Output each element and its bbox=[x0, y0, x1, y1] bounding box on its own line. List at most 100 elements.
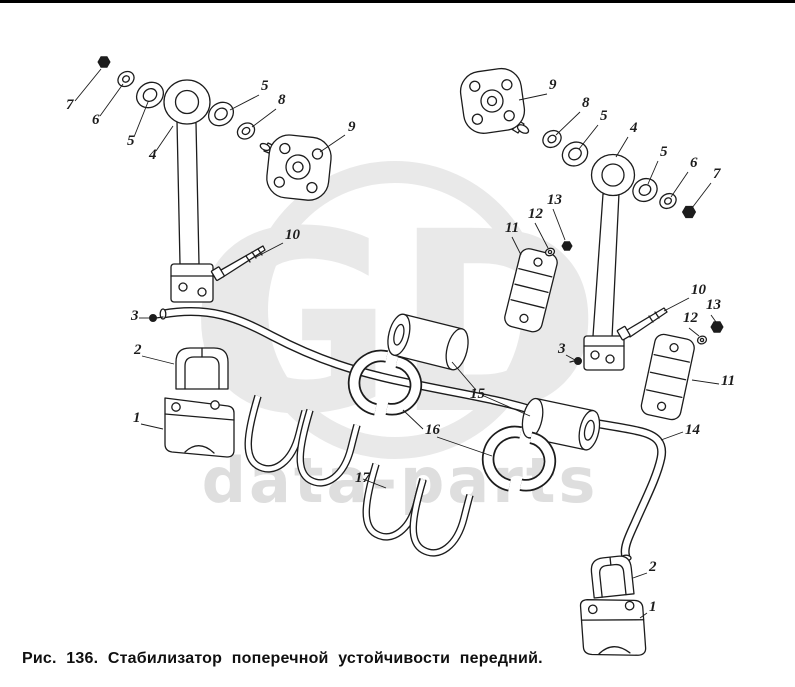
housing-hole bbox=[590, 350, 600, 360]
bar-end-cap-left bbox=[159, 308, 167, 320]
housing-hole bbox=[605, 354, 615, 364]
nut-icon bbox=[561, 241, 573, 251]
bracket-11-lower bbox=[616, 307, 724, 421]
leader-line bbox=[710, 314, 717, 323]
right-mount bbox=[579, 555, 647, 656]
leader-line bbox=[436, 436, 493, 457]
leader-line bbox=[647, 160, 659, 185]
link-eye-inner bbox=[174, 89, 200, 115]
nut-icon bbox=[681, 205, 697, 219]
small-bolt-shaft bbox=[155, 316, 164, 319]
bolt-thread bbox=[648, 315, 654, 323]
part-label-8: 8 bbox=[278, 92, 286, 108]
cushion-half-core bbox=[349, 351, 388, 414]
leader-line bbox=[511, 236, 522, 256]
washer-icon bbox=[117, 70, 135, 88]
part-label-10: 10 bbox=[285, 227, 301, 243]
small-bolt-icon bbox=[574, 357, 582, 365]
bracket-hole bbox=[171, 402, 181, 412]
bar-bushing-upper bbox=[387, 313, 469, 371]
part-label-10: 10 bbox=[691, 282, 707, 298]
part-label-15: 15 bbox=[470, 386, 486, 402]
cushion-part bbox=[590, 555, 635, 599]
leader-line bbox=[141, 355, 175, 365]
u-bolts bbox=[244, 394, 474, 557]
bolt-thread bbox=[251, 251, 257, 259]
part-label-1: 1 bbox=[649, 599, 657, 615]
cushion-half-core bbox=[519, 433, 555, 490]
leader-line bbox=[74, 68, 102, 102]
part-label-5: 5 bbox=[660, 144, 668, 160]
washer-icon bbox=[236, 122, 256, 140]
leader-line bbox=[615, 136, 629, 158]
bracket-fold-line bbox=[164, 413, 235, 421]
bracket-plate bbox=[640, 333, 695, 421]
bracket-arch bbox=[184, 445, 215, 454]
leader-line bbox=[518, 93, 548, 101]
right-link-assembly bbox=[459, 67, 697, 371]
split-cushion-lower bbox=[481, 425, 557, 492]
leader-line bbox=[691, 182, 712, 209]
u-bolt-core bbox=[245, 395, 308, 472]
part-labels-layer: 7654589103219854567111213101312113151617… bbox=[66, 68, 735, 619]
part-label-14: 14 bbox=[685, 422, 701, 438]
bar-bushing-lower bbox=[521, 397, 601, 451]
leader-line bbox=[255, 242, 284, 258]
small-bolt-shaft bbox=[569, 360, 575, 363]
leader-line bbox=[670, 171, 689, 198]
part-label-9: 9 bbox=[549, 77, 557, 93]
bushing-body bbox=[393, 314, 463, 370]
link-eye-inner bbox=[601, 163, 625, 187]
part-label-13: 13 bbox=[706, 297, 722, 313]
part-label-4: 4 bbox=[629, 120, 638, 136]
washer-icon bbox=[659, 192, 677, 210]
bushing-icon bbox=[632, 177, 658, 203]
leader-line bbox=[660, 431, 684, 441]
bolt-thread bbox=[654, 311, 660, 319]
part-label-1: 1 bbox=[133, 410, 141, 426]
flange-plate bbox=[459, 67, 526, 134]
bracket-part bbox=[579, 599, 647, 656]
u-bolt-core bbox=[297, 409, 360, 486]
leader-line bbox=[565, 354, 576, 361]
part-label-2: 2 bbox=[133, 342, 142, 358]
part-label-5: 5 bbox=[261, 78, 269, 94]
bushing-edge bbox=[403, 313, 463, 330]
leader-line bbox=[552, 208, 566, 241]
leader-line bbox=[319, 134, 346, 153]
part-label-12: 12 bbox=[528, 206, 544, 222]
part-label-6: 6 bbox=[92, 112, 100, 128]
flange-plate bbox=[266, 134, 332, 201]
leader-line bbox=[632, 572, 648, 579]
split-cushion-upper bbox=[347, 349, 423, 416]
part-label-3: 3 bbox=[130, 308, 139, 324]
bracket-11-upper bbox=[504, 241, 573, 333]
leader-line bbox=[251, 108, 277, 128]
part-label-7: 7 bbox=[713, 166, 721, 182]
washer-icon bbox=[696, 335, 708, 345]
bracket-plate bbox=[504, 248, 558, 333]
part-label-11: 11 bbox=[505, 220, 519, 236]
leader-line bbox=[663, 297, 690, 312]
figure-caption: Рис. 136. Стабилизатор поперечной устойч… bbox=[22, 650, 543, 667]
link-rod bbox=[176, 120, 200, 265]
part-label-12: 12 bbox=[683, 310, 699, 326]
link-housing bbox=[170, 263, 214, 303]
housing-hole bbox=[197, 287, 207, 297]
leader-line bbox=[99, 83, 124, 117]
leader-line bbox=[451, 361, 477, 391]
leader-line bbox=[229, 94, 260, 111]
leader-line bbox=[483, 395, 531, 417]
part-label-13: 13 bbox=[547, 192, 563, 208]
left-link-assembly bbox=[97, 56, 332, 322]
leader-line bbox=[133, 101, 149, 138]
bracket-hole bbox=[210, 400, 220, 410]
bushing-icon bbox=[135, 81, 165, 109]
part-label-11: 11 bbox=[721, 373, 735, 389]
part-label-16: 16 bbox=[425, 422, 441, 438]
bushing-edge bbox=[536, 397, 595, 412]
link-housing bbox=[583, 335, 625, 371]
bolt-head bbox=[210, 266, 225, 281]
